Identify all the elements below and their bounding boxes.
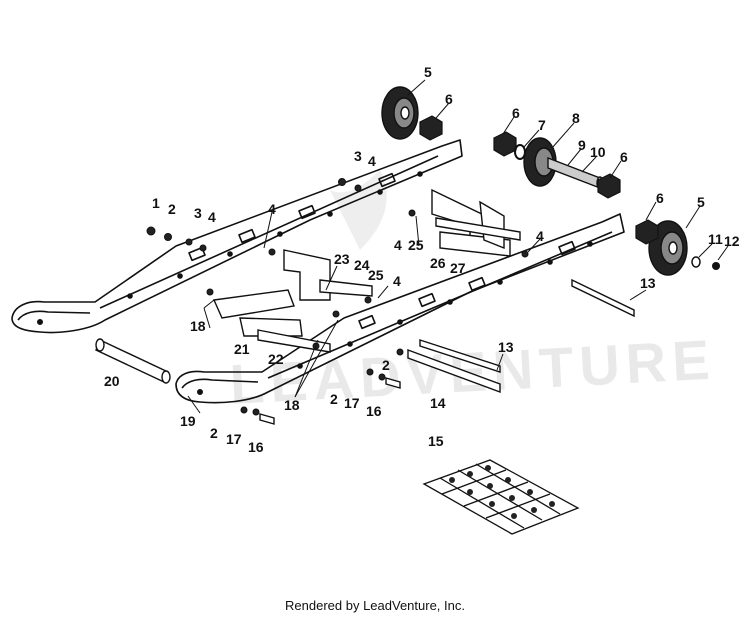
callout-19: 19 — [180, 413, 196, 429]
bolts-16 — [259, 377, 401, 425]
callout-24: 24 — [354, 257, 370, 273]
callout-20: 20 — [104, 373, 120, 389]
callout-13: 13 — [498, 339, 514, 355]
callout-5: 5 — [697, 194, 705, 210]
footer-credit: Rendered by LeadVenture, Inc. — [285, 598, 465, 613]
callout-4: 4 — [368, 153, 376, 169]
callout-17: 17 — [226, 431, 242, 447]
callouts: 5 6 6 7 8 9 10 6 6 5 11 12 13 13 14 15 3… — [104, 64, 740, 455]
callout-3: 3 — [354, 148, 362, 164]
callout-4: 4 — [268, 201, 276, 217]
callout-25: 25 — [368, 267, 384, 283]
callout-4: 4 — [393, 273, 401, 289]
callout-4: 4 — [208, 209, 216, 225]
callout-5: 5 — [424, 64, 432, 80]
wheel-shaft-assembly — [523, 137, 604, 190]
track-grid — [422, 459, 580, 535]
callout-23: 23 — [334, 251, 350, 267]
callout-8: 8 — [572, 110, 580, 126]
callout-6: 6 — [656, 190, 664, 206]
hardware — [146, 178, 529, 416]
callout-11: 11 — [708, 231, 723, 247]
washer-11 — [691, 256, 701, 268]
callout-6: 6 — [512, 105, 520, 121]
callout-2: 2 — [168, 201, 176, 217]
cross-shafts — [95, 278, 635, 394]
callout-25: 25 — [408, 237, 424, 253]
callout-12: 12 — [724, 233, 740, 249]
bearing-caps — [419, 115, 659, 245]
callout-16: 16 — [366, 403, 382, 419]
callout-27: 27 — [450, 260, 466, 276]
callout-2: 2 — [210, 425, 218, 441]
washer-7 — [514, 144, 526, 160]
callout-16: 16 — [248, 439, 264, 455]
callout-7: 7 — [538, 117, 546, 133]
callout-1: 1 — [152, 195, 160, 211]
rail-lower — [175, 213, 625, 404]
callout-14: 14 — [430, 395, 446, 411]
callout-15: 15 — [428, 433, 444, 449]
callout-18: 18 — [284, 397, 300, 413]
callout-2: 2 — [382, 357, 390, 373]
leader-lines — [187, 79, 729, 414]
callout-4: 4 — [394, 237, 402, 253]
callout-21: 21 — [234, 341, 250, 357]
center-arm — [212, 188, 521, 353]
callout-10: 10 — [590, 144, 606, 160]
callout-3: 3 — [194, 205, 202, 221]
bolt-12 — [712, 262, 720, 270]
callout-26: 26 — [430, 255, 446, 271]
callout-6: 6 — [445, 91, 453, 107]
callout-18: 18 — [190, 318, 206, 334]
callout-22: 22 — [268, 351, 284, 367]
callout-17: 17 — [344, 395, 360, 411]
callout-4: 4 — [536, 228, 544, 244]
callout-2: 2 — [330, 391, 338, 407]
callout-13: 13 — [640, 275, 656, 291]
idler-wheel-rear — [381, 86, 419, 140]
callout-6: 6 — [620, 149, 628, 165]
callout-9: 9 — [578, 137, 586, 153]
rail-upper — [11, 139, 463, 334]
